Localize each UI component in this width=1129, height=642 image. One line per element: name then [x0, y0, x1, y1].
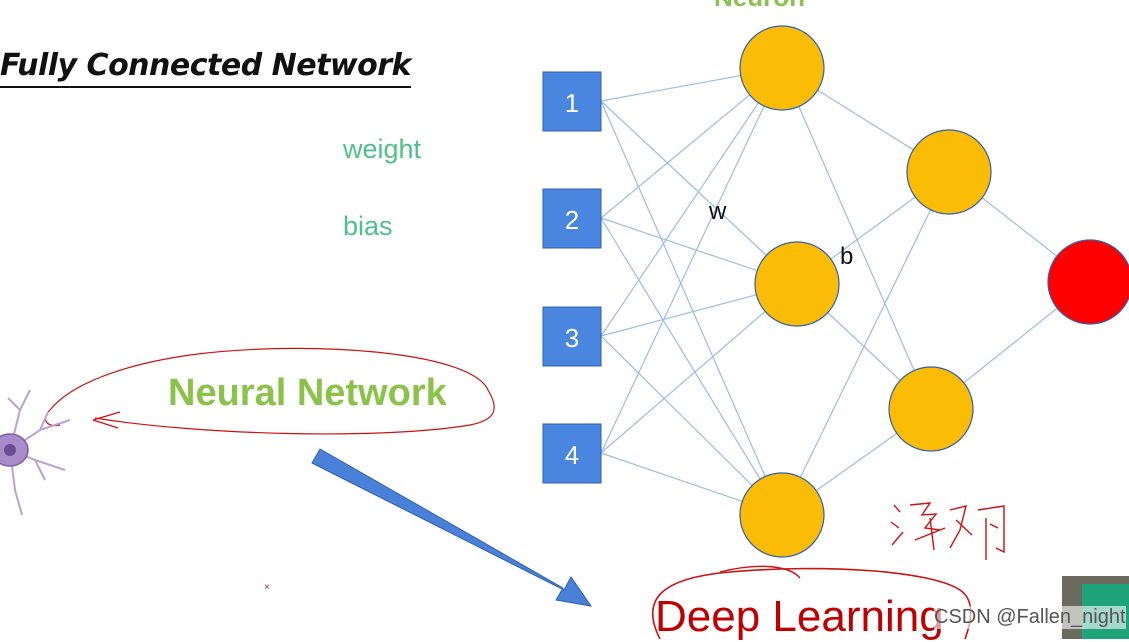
neuron-heading: Neuron — [714, 0, 805, 13]
annotation-stroke — [719, 565, 801, 579]
page-title: Fully Connected Network — [0, 46, 412, 88]
biological-neuron-illustration — [0, 389, 71, 516]
watermark: CSDN @Fallen_night — [934, 606, 1126, 629]
hidden-layer-2 — [888, 129, 992, 452]
bias-term: bias — [343, 211, 393, 241]
weight-term: weight — [343, 134, 422, 164]
neuron-h2-2 — [888, 366, 974, 452]
deep-learning-label: Deep Learning — [655, 592, 944, 641]
input-node-label: 2 — [565, 205, 579, 235]
b-label: b — [840, 243, 853, 270]
input-node-2: 2 — [542, 188, 602, 249]
handwritten-note-drawing — [890, 502, 1005, 560]
arrow-to-deep-learning — [311, 448, 593, 607]
input-node-1: 1 — [542, 71, 602, 132]
output-neuron — [1047, 239, 1129, 325]
neuron-h2-1 — [906, 129, 992, 215]
neural-network-label: Neural Network — [168, 372, 447, 414]
input-node-4: 4 — [542, 423, 602, 484]
edges-input-to-hidden1 — [600, 67, 798, 516]
input-node-label: 4 — [565, 440, 579, 470]
deep-learning-circle-annotation — [651, 567, 972, 639]
hidden-layer-1 — [739, 25, 840, 558]
annotation-arrowhead — [92, 411, 121, 429]
neuron-h1-3 — [739, 472, 825, 558]
neuron-h1-2 — [754, 241, 840, 327]
stray-mark: × — [264, 582, 270, 593]
input-node-label: 3 — [565, 323, 579, 353]
w-label: w — [708, 198, 727, 225]
input-node-3: 3 — [542, 306, 602, 367]
input-node-label: 1 — [565, 88, 579, 118]
input-layer: 1 2 3 4 — [542, 71, 602, 484]
neuron-h1-1 — [739, 25, 825, 111]
